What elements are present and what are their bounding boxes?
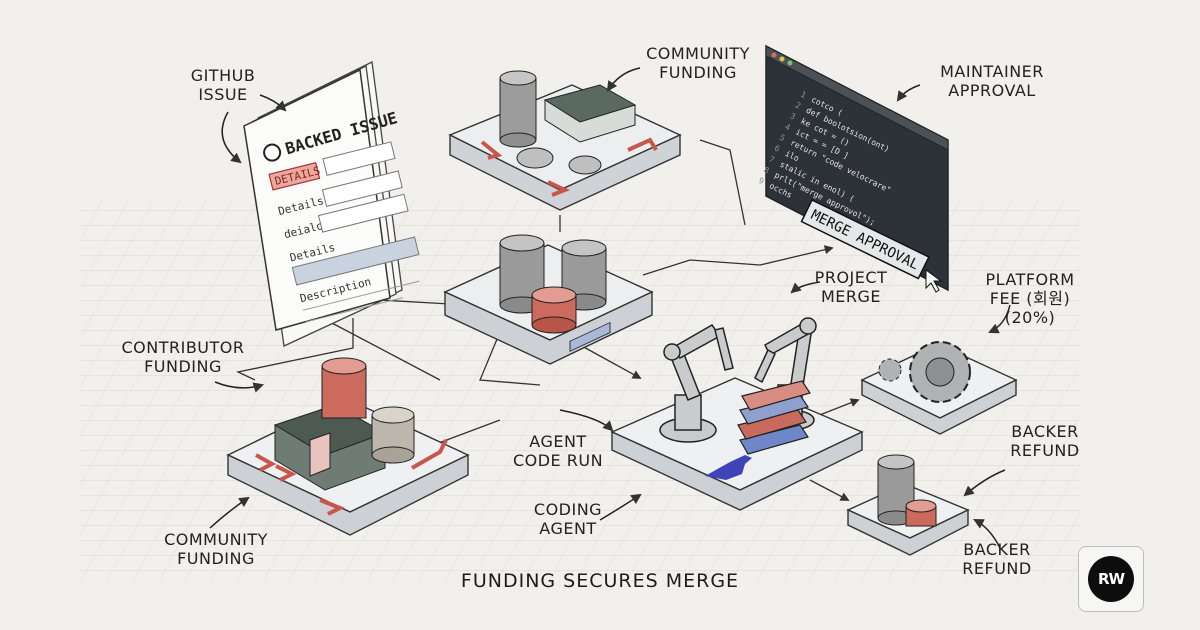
coin-icon: [516, 147, 554, 169]
code-line-number: 4: [783, 122, 791, 132]
label-backer-refund-upper: BACKER REFUND: [1010, 422, 1080, 460]
annotation-arrows: [209, 67, 1011, 549]
code-line-number: 9: [757, 176, 765, 186]
agent-robot-platform: [610, 317, 864, 511]
code-line-number: 2: [794, 100, 802, 110]
red-arrow-icon: [319, 498, 345, 516]
red-arrow-icon: [275, 464, 297, 482]
issue-description-box: [291, 236, 420, 286]
window-maximize-dot: [787, 60, 793, 66]
label-contributor-funding: CONTRIBUTOR FUNDING: [121, 338, 245, 376]
label-coding-agent: CODING AGENT: [533, 500, 603, 538]
label-platform-fee: PLATFORM FEE (회원) (20%): [985, 270, 1075, 327]
code-line-number: 5: [778, 133, 786, 143]
gear-icon: [878, 358, 902, 382]
diagram-caption: FUNDING SECURES MERGE: [460, 570, 740, 592]
label-agent-code-run: AGENT CODE RUN: [512, 432, 604, 470]
label-maintainer-approval: MAINTAINER APPROVAL: [940, 62, 1044, 100]
red-arrow-icon: [480, 140, 503, 160]
platform-fee-platform: [860, 341, 1018, 435]
label-community-funding-top: COMMUNITY FUNDING: [646, 44, 750, 82]
github-octocat-icon: [263, 143, 282, 162]
community-funding-bottom-platform: [226, 357, 470, 536]
issue-field-box: [317, 193, 409, 233]
github-issue-document: BACKED ISSUE DETAILS Details deialor Det…: [243, 61, 420, 347]
issue-details-tag: [268, 162, 321, 191]
red-coin-stack-icon: [905, 499, 937, 527]
community-funding-top-platform: [448, 70, 682, 211]
red-coin-stack-icon: [321, 357, 367, 419]
coin-stack-icon: [371, 406, 415, 464]
red-arrow-icon: [255, 453, 277, 472]
coin-stack-icon: [877, 454, 915, 526]
label-project-merge: PROJECT MERGE: [814, 268, 888, 306]
label-github-issue: GITHUB ISSUE: [190, 66, 256, 104]
label-community-funding-bottom: COMMUNITY FUNDING: [164, 530, 268, 568]
code-line-number: 7: [768, 154, 776, 164]
window-close-dot: [771, 52, 777, 58]
brand-logo: RW: [1078, 546, 1144, 612]
code-line-number: 8: [762, 165, 770, 175]
central-coin-platform: [443, 234, 654, 365]
label-backer-refund-lower: BACKER REFUND: [962, 540, 1032, 578]
agent-bird-icon: [705, 455, 752, 480]
coin-stack-icon: [499, 234, 545, 314]
brand-logo-mark: RW: [1088, 556, 1134, 602]
red-arrow-icon: [411, 439, 448, 470]
window-minimize-dot: [779, 56, 785, 62]
code-block-stack-icon: [737, 380, 811, 455]
code-line-number: 1: [799, 90, 807, 100]
red-coin-stack-icon: [531, 286, 577, 334]
backer-refund-platform: [846, 454, 970, 556]
cash-stack-icon: [543, 84, 637, 143]
issue-field-box: [322, 141, 396, 176]
issue-field-box: [321, 170, 403, 208]
red-arrow-icon: [627, 137, 658, 152]
red-arrow-icon: [547, 180, 571, 197]
cash-stack-icon: [273, 404, 387, 491]
mouse-cursor-icon: [925, 269, 943, 293]
coin-stack-icon: [499, 70, 537, 148]
merge-approval-button[interactable]: [800, 198, 930, 280]
code-line-number: 3: [789, 111, 797, 121]
coin-icon: [568, 155, 602, 175]
code-line-number: 6: [773, 144, 781, 154]
robot-arm-icon: [659, 324, 734, 443]
